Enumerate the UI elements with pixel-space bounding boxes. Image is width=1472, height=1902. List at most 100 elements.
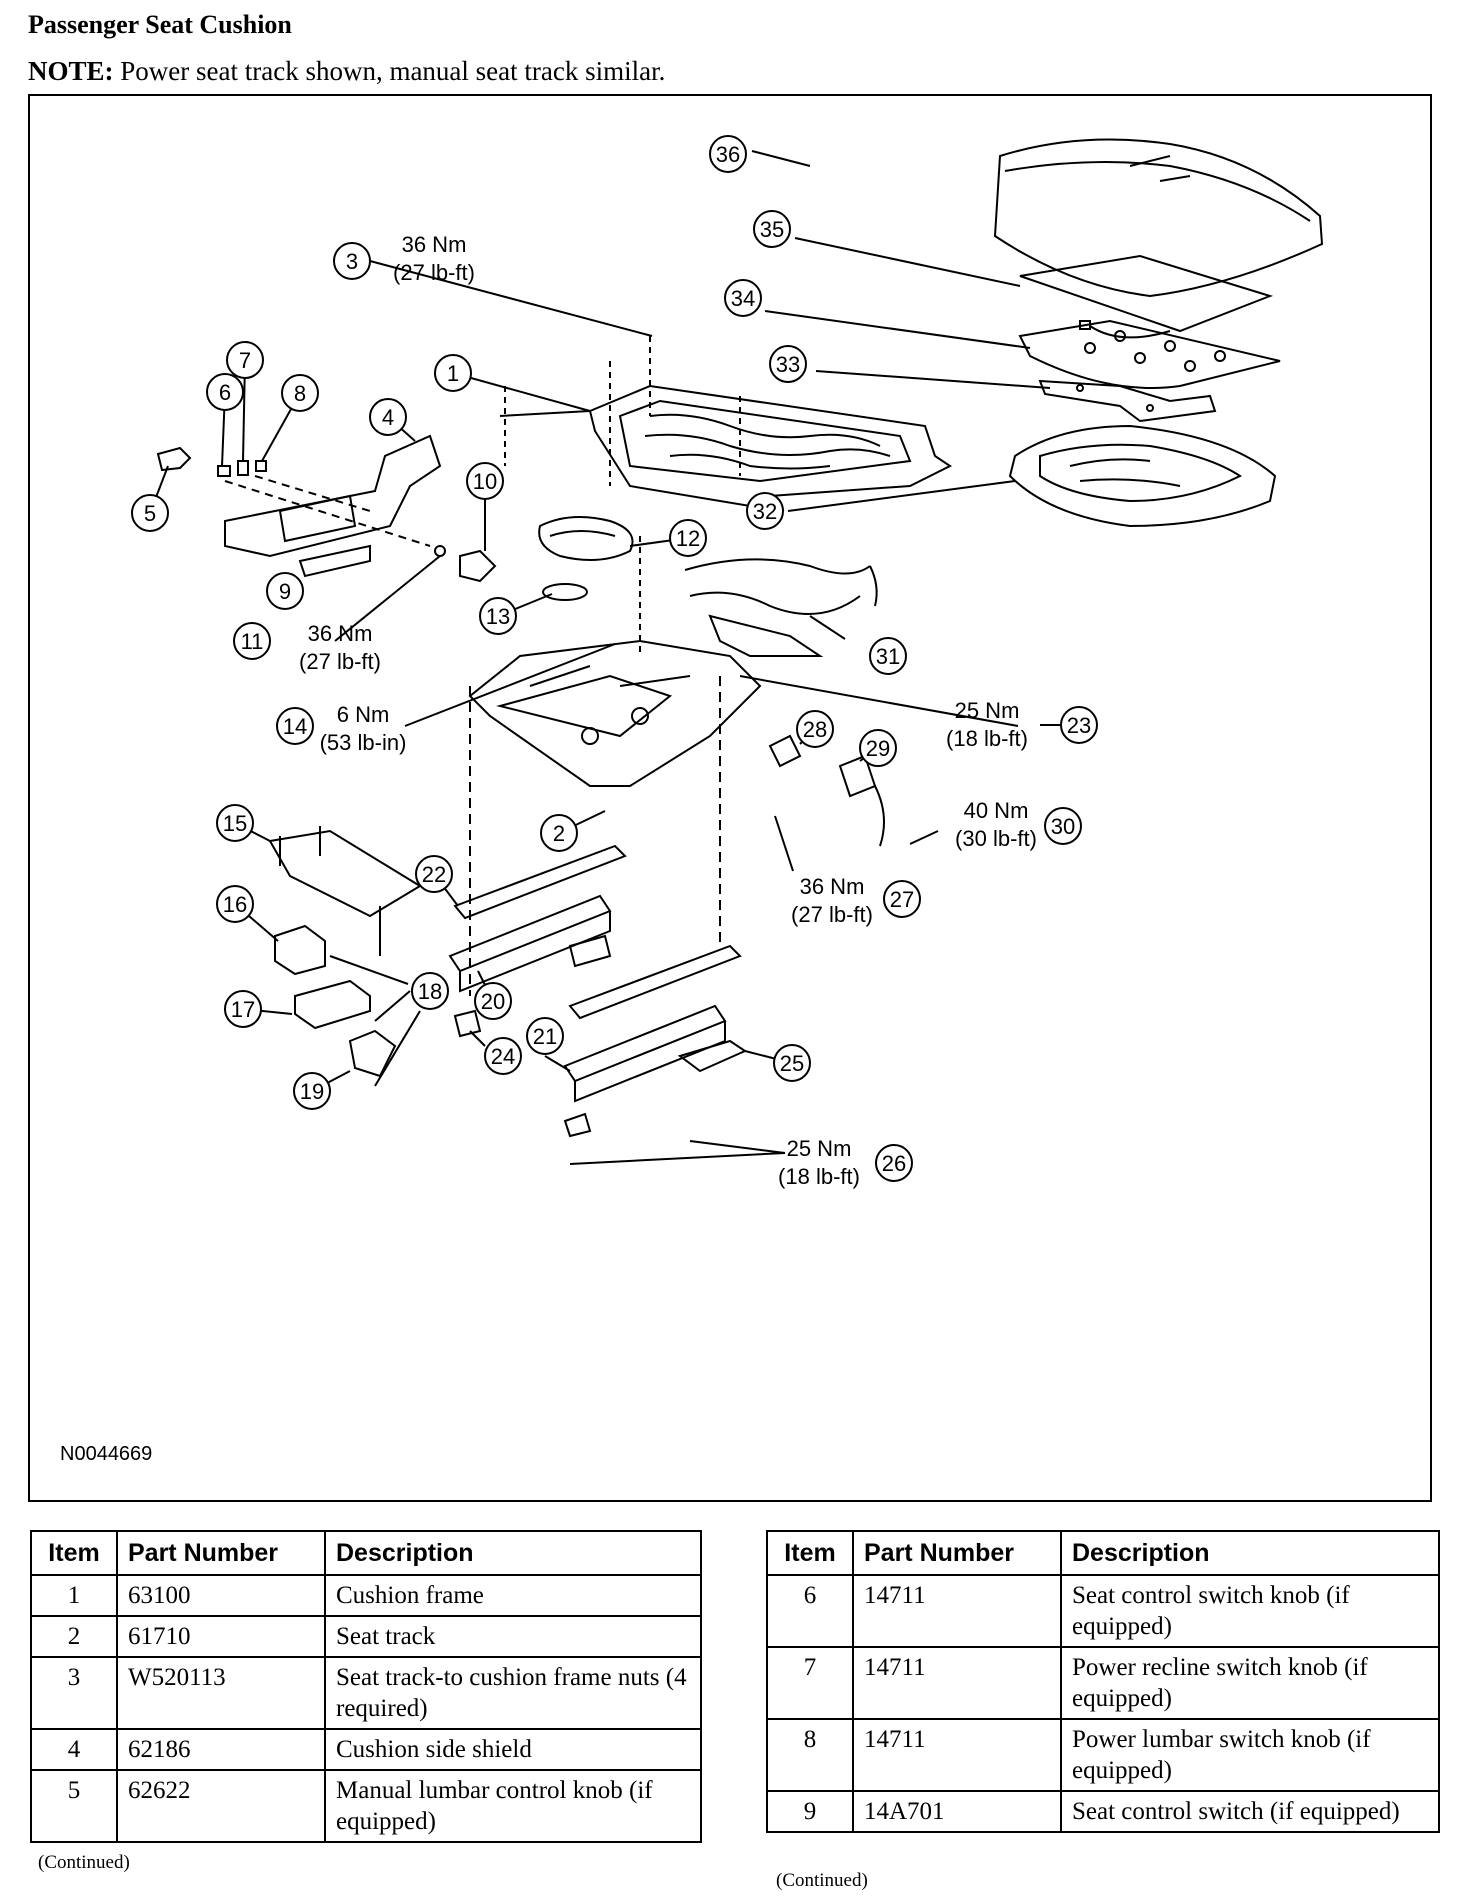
callout-number-29: 29 <box>866 736 890 761</box>
callout-circle-36 <box>709 135 747 173</box>
cushion-foam-part <box>1008 424 1277 528</box>
cell-item: 3 <box>30 1656 118 1730</box>
cell-item: 9 <box>766 1790 854 1833</box>
callout-circle-1 <box>434 354 472 392</box>
callout-number-23: 23 <box>1067 713 1091 738</box>
cell-description: Power lumbar switch knob (if equipped) <box>1060 1718 1440 1792</box>
callout-circle-29 <box>859 729 897 767</box>
callout-number-6: 6 <box>219 380 231 405</box>
torque-23-nm: 25 Nm <box>955 698 1020 723</box>
torque-3-imp: (27 lb-ft) <box>393 260 475 285</box>
cell-description: Seat control switch (if equipped) <box>1060 1790 1440 1833</box>
callout-circle-22 <box>415 855 453 893</box>
torque-3-nm: 36 Nm <box>402 232 467 257</box>
callout-circle-3 <box>333 242 371 280</box>
cell-part-number: 62186 <box>116 1728 326 1771</box>
cell-part-number: 63100 <box>116 1574 326 1617</box>
callout-number-20: 20 <box>481 989 505 1014</box>
figure-id: N0044669 <box>60 1443 153 1465</box>
callout-circle-16 <box>216 885 254 923</box>
torque-26-imp: (18 lb-ft) <box>778 1164 860 1189</box>
lumbar-knob-part <box>156 446 192 472</box>
torque-23-imp: (18 lb-ft) <box>946 726 1028 751</box>
harness-12-part <box>538 516 634 561</box>
callout-circle-6 <box>206 373 244 411</box>
callout-circle-14 <box>276 707 314 745</box>
cushion-pad-part <box>1018 319 1281 389</box>
page-title: Passenger Seat Cushion <box>28 10 292 39</box>
callout-number-13: 13 <box>486 604 510 629</box>
cell-description: Seat control switch knob (if equipped) <box>1060 1574 1440 1648</box>
table-header-row: Item Part Number Description <box>30 1530 702 1576</box>
cell-description: Power recline switch knob (if equipped) <box>1060 1646 1440 1720</box>
header-item: Item <box>30 1530 118 1576</box>
callout-circle-30 <box>1044 807 1082 845</box>
tray-15-part <box>268 826 422 956</box>
callout-circle-33 <box>769 345 807 383</box>
callout-circle-15 <box>216 804 254 842</box>
callout-number-27: 27 <box>890 887 914 912</box>
callout-number-8: 8 <box>294 381 306 406</box>
callout-circle-13 <box>479 597 517 635</box>
callout-number-10: 10 <box>473 469 497 494</box>
right-rail-part <box>563 944 742 1103</box>
callout-number-18: 18 <box>418 979 442 1004</box>
callout-circle-28 <box>796 710 834 748</box>
cell-part-number: 61710 <box>116 1615 326 1658</box>
callout-number-36: 36 <box>716 142 740 167</box>
callout-number-16: 16 <box>223 892 247 917</box>
callout-circle-18 <box>411 972 449 1010</box>
callout-number-5: 5 <box>144 501 156 526</box>
callout-circle-5 <box>131 494 169 532</box>
note-label: NOTE: <box>28 56 114 86</box>
cell-description: Cushion side shield <box>324 1728 702 1771</box>
cell-description: Cushion frame <box>324 1574 702 1617</box>
bracket-24-part <box>453 1009 482 1038</box>
callout-number-9: 9 <box>279 579 291 604</box>
callout-circle-8 <box>281 374 319 412</box>
callout-circle-20 <box>474 982 512 1020</box>
callout-number-19: 19 <box>300 1079 324 1104</box>
callout-circle-17 <box>224 990 262 1028</box>
callout-number-25: 25 <box>780 1051 804 1076</box>
torque-11-nm: 36 Nm <box>308 621 373 646</box>
buckle-29-part <box>838 754 885 847</box>
torque-26-nm: 25 Nm <box>787 1136 852 1161</box>
callout-circle-25 <box>773 1044 811 1082</box>
module-19-part <box>348 1029 397 1078</box>
callout-circle-27 <box>883 880 921 918</box>
note: NOTE: Power seat track shown, manual sea… <box>28 56 665 87</box>
side-shield-part <box>224 434 442 578</box>
cell-item: 2 <box>30 1615 118 1658</box>
callout-number-33: 33 <box>776 352 800 377</box>
callout-number-22: 22 <box>422 862 446 887</box>
cell-part-number: 62622 <box>116 1769 326 1843</box>
callout-number-14: 14 <box>283 714 307 739</box>
continued-left: (Continued) <box>38 1852 130 1873</box>
diagram-drawing: 1234567891011121314151617181920212223242… <box>131 135 1324 1189</box>
header-description: Description <box>324 1530 702 1576</box>
cell-part-number: 14A701 <box>852 1790 1062 1833</box>
callout-number-34: 34 <box>731 286 755 311</box>
cell-item: 5 <box>30 1769 118 1843</box>
callout-number-26: 26 <box>882 1151 906 1176</box>
cell-item: 7 <box>766 1646 854 1720</box>
cell-part-number: W520113 <box>116 1656 326 1730</box>
wiring-harness-31-part <box>684 558 878 657</box>
table-header-row: Item Part Number Description <box>766 1530 1440 1576</box>
header-item: Item <box>766 1530 854 1576</box>
callout-circle-12 <box>669 519 707 557</box>
torque-30-nm: 40 Nm <box>964 798 1029 823</box>
cushion-frame-part <box>499 336 952 508</box>
callout-number-17: 17 <box>231 997 255 1022</box>
callout-number-35: 35 <box>760 217 784 242</box>
lumbar-strap-part <box>1038 379 1217 423</box>
torque-27-nm: 36 Nm <box>800 874 865 899</box>
callout-number-30: 30 <box>1051 814 1075 839</box>
